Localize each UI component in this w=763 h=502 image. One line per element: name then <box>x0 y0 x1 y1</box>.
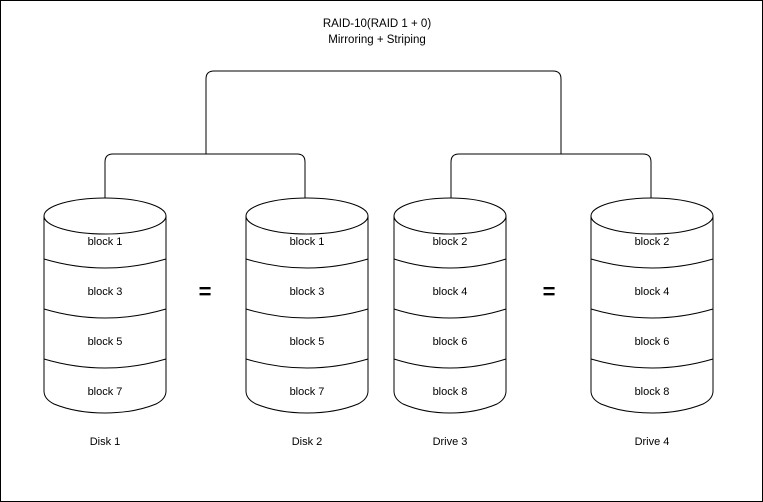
drive-4-block-label-1: block 4 <box>635 286 670 298</box>
disk-1-divider-1 <box>43 258 167 269</box>
disk-1-label: Disk 1 <box>90 436 121 448</box>
drive-3-block-label-1: block 4 <box>433 286 468 298</box>
equals-sign-right: = <box>543 279 556 304</box>
disk-1-cylinder: block 1 block 3 block 5 block 7 Disk 1 <box>43 197 167 448</box>
drive-3-divider-3 <box>393 358 507 369</box>
disk-1-block-label-3: block 7 <box>88 386 123 398</box>
disk-2-label: Disk 2 <box>292 436 323 448</box>
disk-2-cylinder: block 1 block 3 block 5 block 7 Disk 2 <box>245 197 369 448</box>
drive-4-divider-1 <box>590 258 714 269</box>
drive-3-top-ellipse <box>393 197 507 235</box>
diagram-title-line2: Mirroring + Striping <box>328 34 425 46</box>
drive-4-divider-3 <box>590 358 714 369</box>
drive-4-label: Drive 4 <box>635 436 670 448</box>
drive-4-block-label-3: block 8 <box>635 386 670 398</box>
drive-4-top-ellipse <box>590 197 714 235</box>
drive-3-cylinder: block 2 block 4 block 6 block 8 Drive 3 <box>393 197 507 448</box>
equals-sign-left: = <box>199 279 212 304</box>
drive-3-divider-2 <box>393 308 507 319</box>
drive-3-block-label-2: block 6 <box>433 336 468 348</box>
left-pair-bracket-connector <box>104 153 306 201</box>
disk-2-block-label-0: block 1 <box>290 236 325 248</box>
disk-1-divider-3 <box>43 358 167 369</box>
disk-1-top-ellipse <box>43 197 167 235</box>
disk-2-divider-1 <box>245 258 369 269</box>
disk-1-divider-2 <box>43 308 167 319</box>
root-bracket-connector <box>205 70 562 154</box>
disk-1-block-label-0: block 1 <box>88 236 123 248</box>
drive-4-cylinder: block 2 block 4 block 6 block 8 Drive 4 <box>590 197 714 448</box>
drive-4-block-label-0: block 2 <box>635 236 670 248</box>
disk-1-block-label-1: block 3 <box>88 286 123 298</box>
disk-2-block-label-3: block 7 <box>290 386 325 398</box>
drive-4-block-label-2: block 6 <box>635 336 670 348</box>
disk-2-top-ellipse <box>245 197 369 235</box>
disk-1-block-label-2: block 5 <box>88 336 123 348</box>
drive-3-block-label-0: block 2 <box>433 236 468 248</box>
right-pair-bracket-connector <box>450 153 652 201</box>
drive-3-divider-1 <box>393 258 507 269</box>
disk-2-divider-2 <box>245 308 369 319</box>
disk-2-divider-3 <box>245 358 369 369</box>
drive-4-divider-2 <box>590 308 714 319</box>
disk-2-block-label-1: block 3 <box>290 286 325 298</box>
disk-2-block-label-2: block 5 <box>290 336 325 348</box>
drive-3-label: Drive 3 <box>433 436 468 448</box>
diagram-title-line1: RAID-10(RAID 1 + 0) <box>323 18 431 30</box>
drive-3-block-label-3: block 8 <box>433 386 468 398</box>
